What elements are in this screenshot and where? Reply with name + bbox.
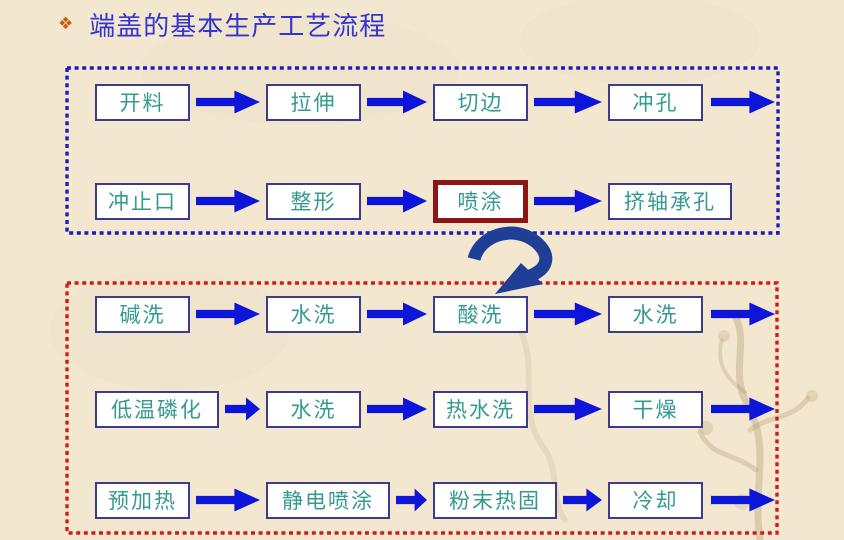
process-step-box: 静电喷涂 bbox=[266, 481, 390, 519]
process-step-box: 喷涂 bbox=[433, 179, 528, 223]
process-step-label: 喷涂 bbox=[457, 190, 504, 214]
page-title: 端盖的基本生产工艺流程 bbox=[89, 11, 387, 41]
process-step-box: 冲孔 bbox=[608, 83, 703, 121]
right-arrow-icon bbox=[196, 189, 260, 213]
process-step-label: 热水洗 bbox=[446, 398, 515, 422]
process-step-label: 冲孔 bbox=[632, 91, 679, 115]
process-step-label: 水洗 bbox=[290, 303, 337, 327]
process-step-box: 冷却 bbox=[608, 481, 703, 519]
right-arrow-icon bbox=[367, 189, 427, 213]
process-step-box: 冲止口 bbox=[95, 182, 190, 220]
right-arrow-icon bbox=[563, 488, 602, 512]
process-step-label: 冲止口 bbox=[108, 190, 177, 214]
process-step-box: 热水洗 bbox=[433, 390, 528, 428]
right-arrow-icon bbox=[711, 397, 775, 421]
process-step-box: 开料 bbox=[95, 83, 190, 121]
right-arrow-icon bbox=[711, 90, 775, 114]
right-arrow-icon bbox=[534, 90, 602, 114]
process-step-label: 碱洗 bbox=[119, 303, 166, 327]
process-step-box: 低温磷化 bbox=[95, 390, 219, 428]
right-arrow-icon bbox=[534, 397, 602, 421]
stamping-flow-group: 开料 拉伸 切边 冲孔冲止口 整形 喷涂 挤轴承孔 bbox=[67, 68, 778, 233]
process-step-box: 碱洗 bbox=[95, 295, 190, 333]
process-step-box: 水洗 bbox=[266, 295, 361, 333]
process-step-label: 水洗 bbox=[632, 303, 679, 327]
process-step-label: 干燥 bbox=[632, 398, 679, 422]
right-arrow-icon bbox=[396, 488, 427, 512]
process-step-box: 粉末热固 bbox=[433, 481, 557, 519]
process-step-label: 开料 bbox=[119, 91, 166, 115]
right-arrow-icon bbox=[367, 90, 427, 114]
process-step-label: 拉伸 bbox=[290, 91, 337, 115]
process-step-box: 酸洗 bbox=[433, 295, 528, 333]
process-step-box: 预加热 bbox=[95, 481, 190, 519]
right-arrow-icon bbox=[367, 302, 427, 326]
process-step-box: 挤轴承孔 bbox=[608, 182, 732, 220]
right-arrow-icon bbox=[225, 397, 260, 421]
process-step-label: 水洗 bbox=[290, 398, 337, 422]
coating-flow-group: 碱洗水洗酸洗水洗低温磷化水洗热水洗干燥预加热静电喷涂粉末热固冷却 bbox=[67, 283, 777, 533]
process-step-box: 干燥 bbox=[608, 390, 703, 428]
process-step-box: 整形 bbox=[266, 182, 361, 220]
right-arrow-icon bbox=[367, 397, 427, 421]
process-step-label: 整形 bbox=[290, 190, 337, 214]
process-step-label: 酸洗 bbox=[457, 303, 504, 327]
slide-title-row: ❖ 端盖的基本生产工艺流程 bbox=[58, 6, 386, 42]
process-step-box: 水洗 bbox=[266, 390, 361, 428]
process-step-label: 预加热 bbox=[108, 489, 177, 513]
process-step-label: 静电喷涂 bbox=[282, 489, 374, 513]
process-step-box: 水洗 bbox=[608, 295, 703, 333]
right-arrow-icon bbox=[534, 302, 602, 326]
process-step-box: 拉伸 bbox=[266, 83, 361, 121]
process-step-label: 低温磷化 bbox=[111, 398, 203, 422]
right-arrow-icon bbox=[711, 488, 775, 512]
process-step-label: 切边 bbox=[457, 91, 504, 115]
process-step-box: 切边 bbox=[433, 83, 528, 121]
right-arrow-icon bbox=[711, 302, 775, 326]
right-arrow-icon bbox=[534, 189, 602, 213]
process-step-label: 挤轴承孔 bbox=[624, 190, 716, 214]
right-arrow-icon bbox=[196, 488, 260, 512]
right-arrow-icon bbox=[196, 302, 260, 326]
diamond-bullet-icon: ❖ bbox=[58, 14, 74, 34]
process-step-label: 粉末热固 bbox=[449, 489, 541, 513]
process-step-label: 冷却 bbox=[632, 489, 679, 513]
right-arrow-icon bbox=[196, 90, 260, 114]
